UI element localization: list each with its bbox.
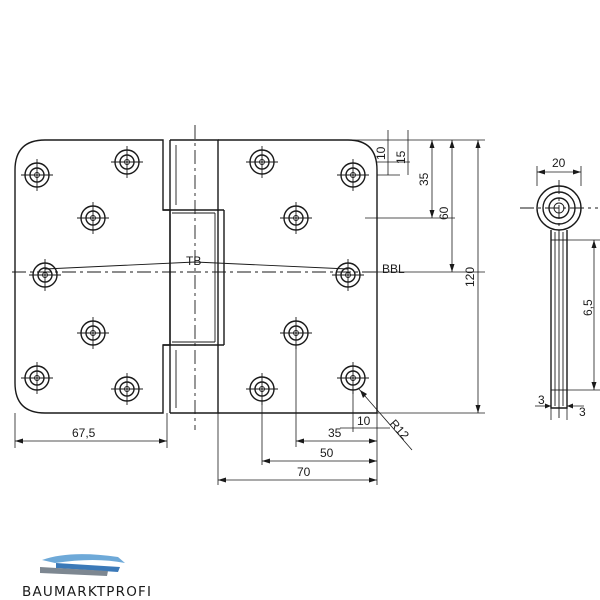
baumarktprofi-logo: BAUMARKTPROFI bbox=[22, 554, 152, 600]
screw-hole bbox=[280, 202, 312, 234]
hinge-knuckle bbox=[163, 125, 225, 430]
bbl-label: BBL bbox=[382, 262, 405, 276]
screw-hole bbox=[280, 317, 312, 349]
dim-67-5-horizontal: 67,5 bbox=[72, 426, 96, 440]
screw-hole bbox=[332, 259, 364, 291]
horizontal-dimensions bbox=[14, 345, 413, 485]
logo-text: BAUMARKTPROFI bbox=[22, 584, 152, 600]
dim-35-horizontal: 35 bbox=[328, 426, 342, 440]
dim-6-5-side: 6,5 bbox=[581, 299, 595, 316]
screw-holes bbox=[21, 146, 369, 405]
dim-50-horizontal: 50 bbox=[320, 446, 334, 460]
screw-hole bbox=[111, 373, 143, 405]
screw-hole bbox=[21, 159, 53, 191]
screw-hole bbox=[337, 159, 369, 191]
screw-hole bbox=[29, 259, 61, 291]
dim-3-right-side: 3 bbox=[579, 405, 586, 419]
dim-3-left-side: 3 bbox=[538, 393, 545, 407]
dim-10-horizontal: 10 bbox=[357, 414, 371, 428]
radius-r12-label: R12 bbox=[387, 417, 412, 443]
screw-hole bbox=[111, 146, 143, 178]
tb-label: TB bbox=[186, 254, 201, 268]
screw-hole bbox=[77, 202, 109, 234]
screw-hole bbox=[246, 146, 278, 178]
screw-hole bbox=[337, 362, 369, 394]
dim-10-vertical: 10 bbox=[374, 146, 388, 160]
vertical-dimensions bbox=[348, 130, 485, 414]
dim-15-vertical: 15 bbox=[394, 150, 408, 164]
screw-hole bbox=[77, 317, 109, 349]
dim-20-side: 20 bbox=[552, 156, 566, 170]
left-hinge-leaf bbox=[14, 139, 219, 414]
dim-120-vertical: 120 bbox=[463, 267, 477, 287]
screw-hole bbox=[21, 362, 53, 394]
hinge-side-view bbox=[520, 166, 600, 420]
dim-60-vertical: 60 bbox=[437, 206, 451, 220]
dim-35-vertical: 35 bbox=[417, 172, 431, 186]
dim-70-horizontal: 70 bbox=[297, 465, 311, 479]
logo-roof-mark bbox=[42, 554, 125, 563]
